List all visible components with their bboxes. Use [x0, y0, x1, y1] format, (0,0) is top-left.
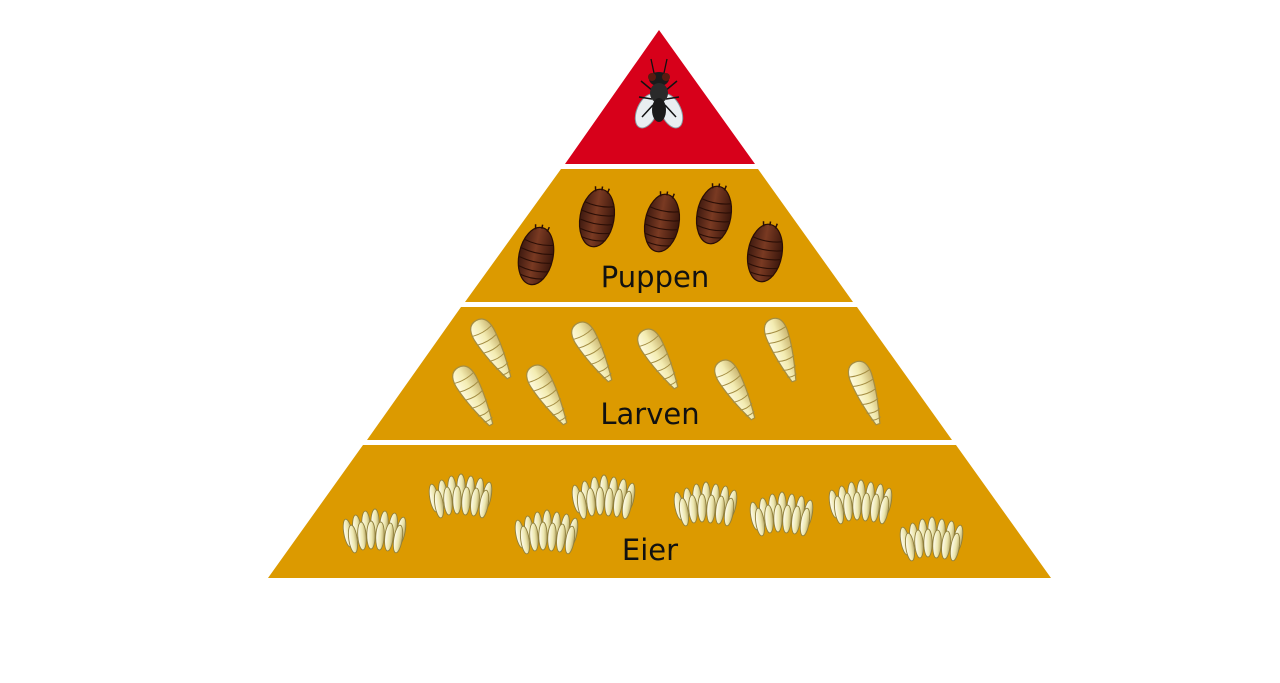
tier-label-larvae: Larven — [600, 397, 699, 431]
tier-label-pupae: Puppen — [601, 260, 709, 294]
tier-label-eggs: Eier — [622, 533, 678, 567]
fly-icon — [634, 58, 684, 129]
